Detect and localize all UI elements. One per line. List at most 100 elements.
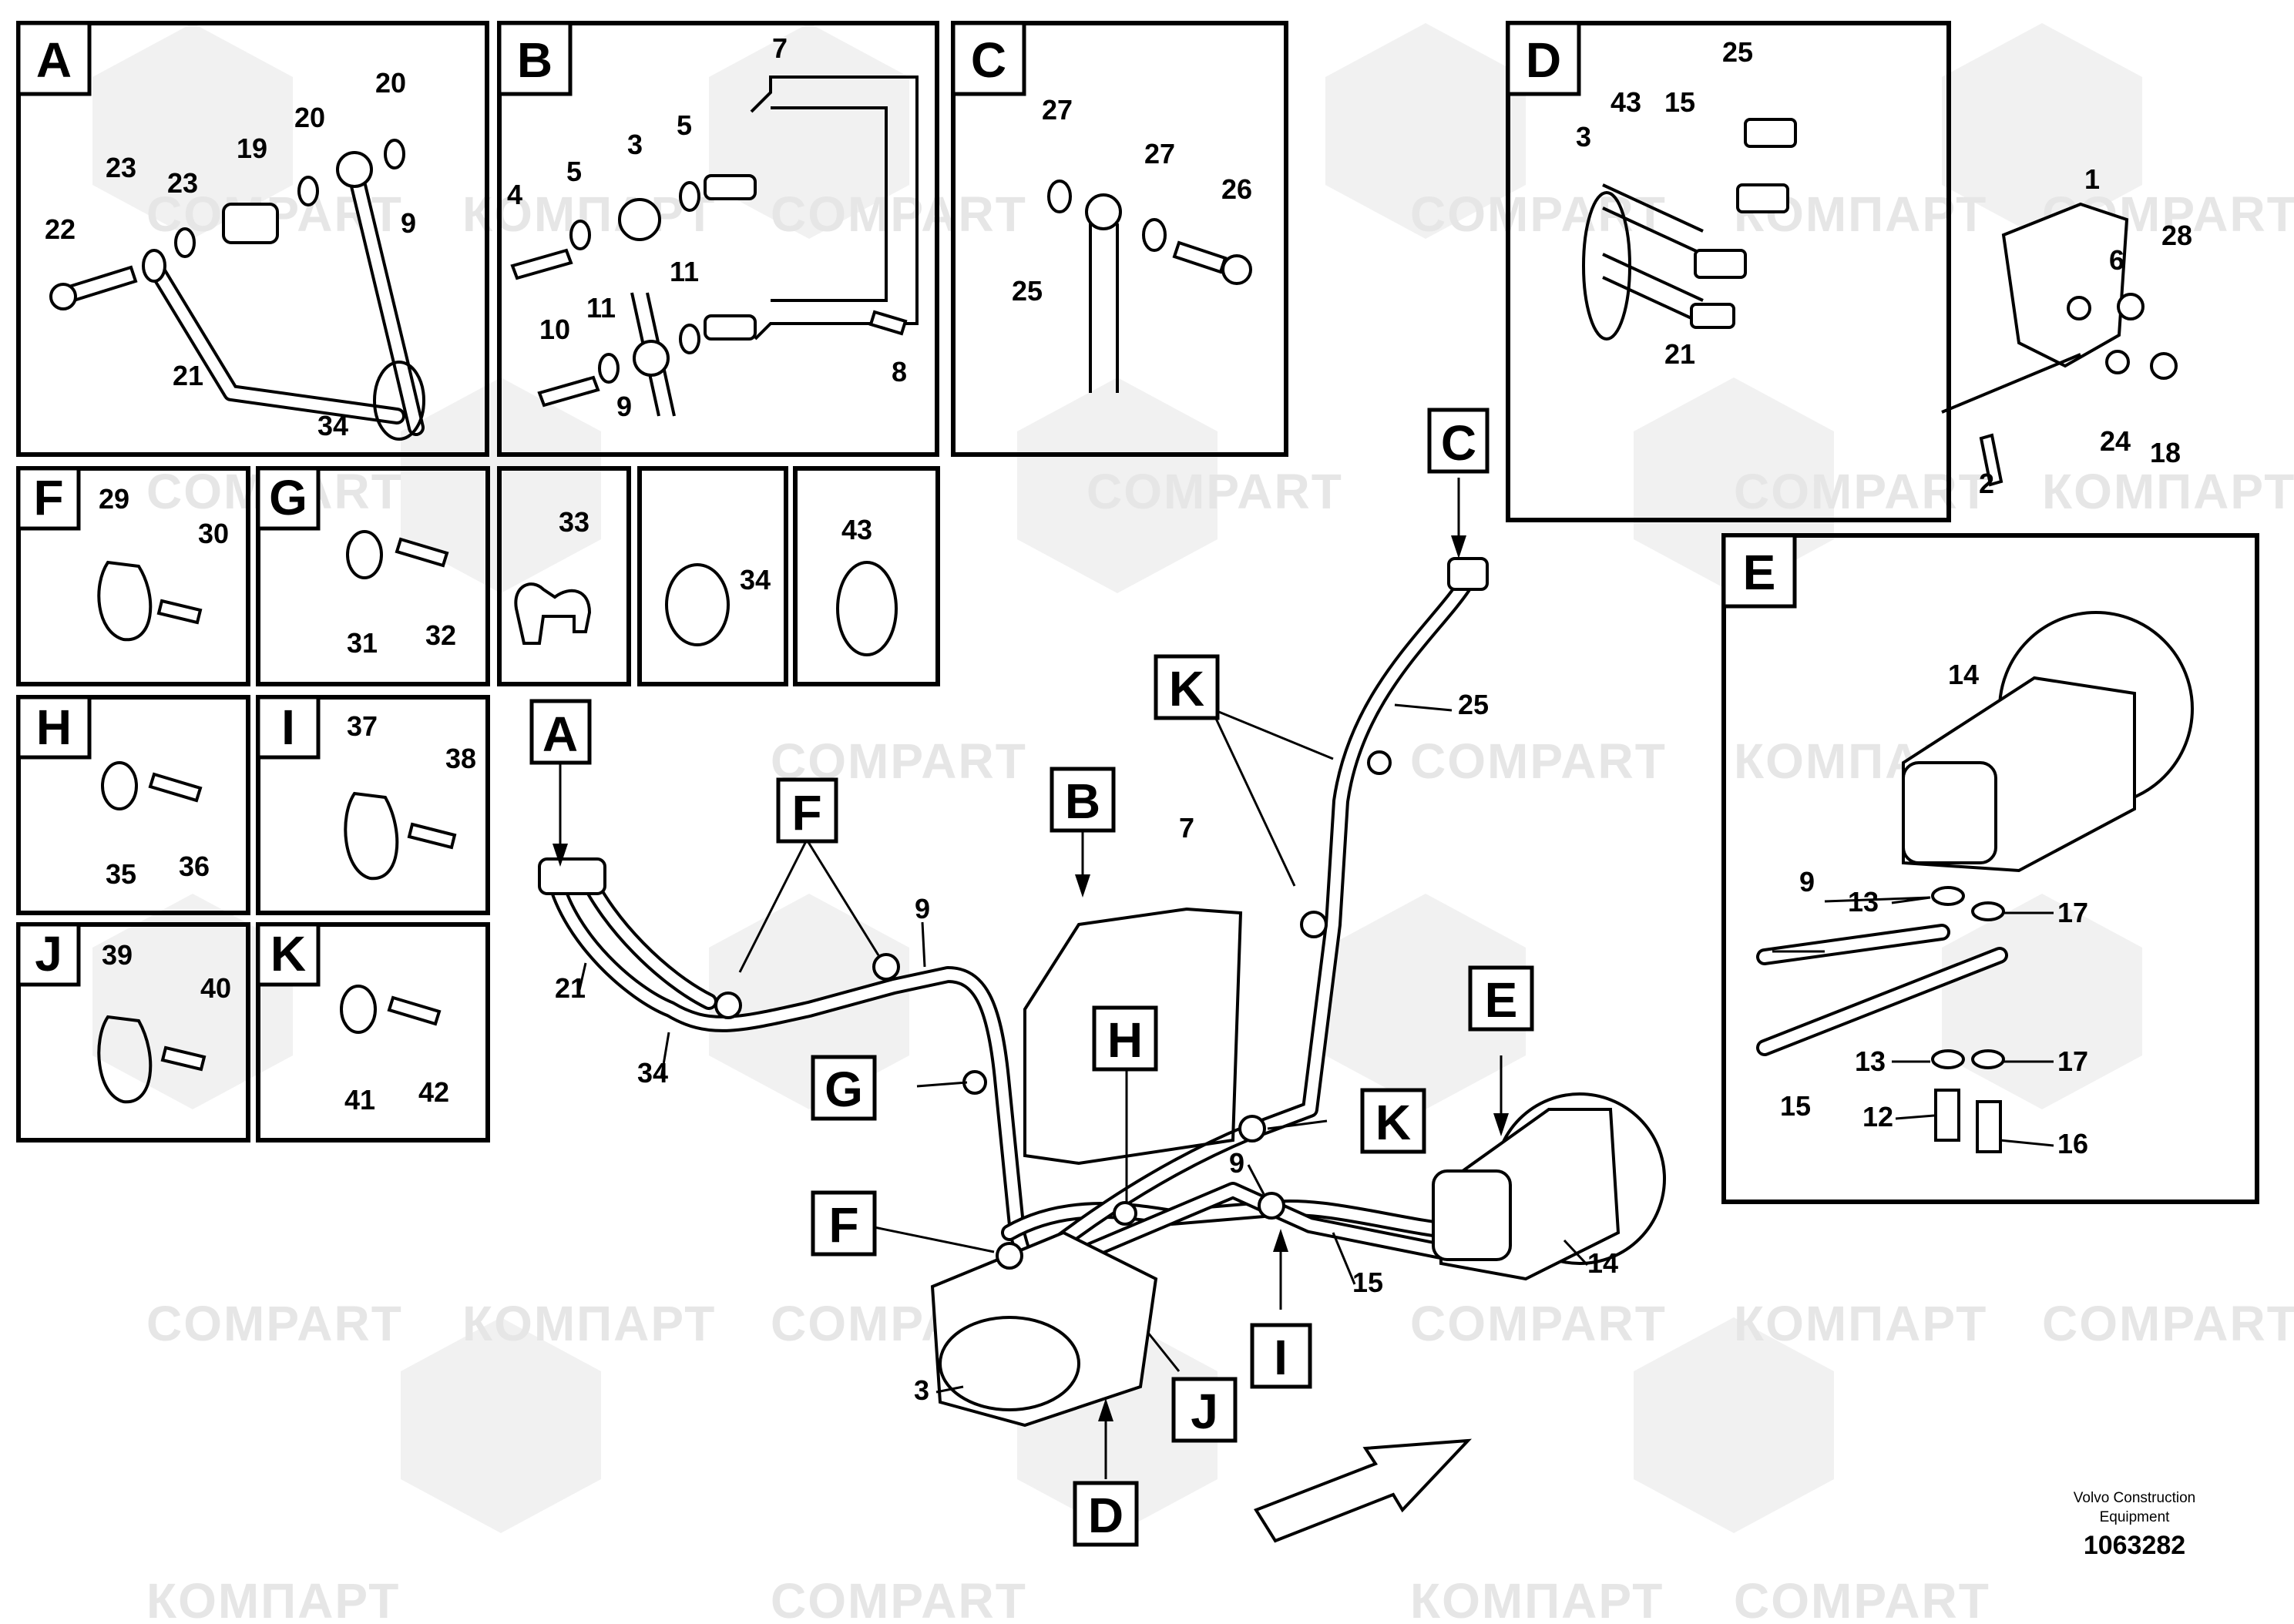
main-tag-h: H [1092,1005,1158,1072]
panel-letter: H [36,700,72,755]
washer-20 [297,176,319,206]
part-number: 5 [566,156,582,187]
bolt-4 [510,248,573,280]
clamp-i [1258,1192,1285,1220]
part-number: 27 [1144,138,1175,169]
bolt-38 [407,822,457,850]
panel-letter: B [517,32,553,88]
washer-23 [142,249,166,283]
part-number: 16 [2057,1128,2088,1159]
part-number: 6 [2109,244,2124,276]
clamp-3-main [939,1316,1080,1411]
fitting-c-main [1447,557,1489,591]
main-tag-b: B [1050,767,1116,833]
detail-panel-d: D 25 43 15 3 1 28 6 21 24 18 2 [1506,21,2192,522]
part-number: 31 [347,627,378,659]
bolt-40 [160,1045,207,1072]
watermark-text: КОМПАРТ [1734,1296,1987,1351]
bolt-36 [148,772,203,803]
washer-5 [569,220,591,250]
clamp-39-drawing [97,1015,153,1104]
pipe-stub-upper [704,174,757,200]
watermark-text: КОМПАРТ [2042,464,2294,519]
fitting-low1 [1694,249,1747,279]
clamp-34-drawing [373,361,425,441]
washer-5b [679,181,700,212]
tie-43-drawing [836,561,898,656]
bolt-32 [395,537,449,568]
part-number: 7 [1179,812,1194,844]
tie-34-drawing [665,563,730,646]
watermark-text: COMPART [1734,1573,1990,1620]
watermark-text: COMPART [1087,464,1343,519]
part-number: 12 [1862,1101,1893,1132]
watermark-text: COMPART [771,1573,1027,1620]
bolt-2 [1979,433,2003,487]
svg-text:J: J [1191,1384,1218,1439]
part-number: 29 [99,483,129,515]
part-number: 34 [317,410,348,441]
nut-18 [2150,352,2178,380]
washer-23b [174,227,196,258]
bolt-head-26 [1221,254,1252,285]
part-number: 3 [914,1374,929,1406]
main-tag-d: D [1073,1481,1139,1547]
panel-letter: F [33,470,63,525]
clamp-29-drawing [97,560,153,642]
part-number: 42 [418,1076,449,1108]
watermark-text: COMPART [1734,464,1990,519]
part-number: 21 [1664,338,1695,370]
part-number: 2 [1979,468,1994,499]
detail-panel-e: E 14 9 13 17 15 13 17 12 16 [1721,533,2259,1204]
bracket-7-drawing [750,75,919,341]
bracket-7-inner [771,106,888,302]
pump-head [1902,761,1997,864]
part-number: 36 [179,851,210,882]
main-tag-c: C [1427,408,1490,474]
nut-28 [2117,293,2145,320]
part-number: 8 [892,356,907,388]
clamp-k-lower [1238,1115,1266,1143]
part-number: 9 [616,391,632,422]
detail-panel-43: 43 [793,466,940,686]
part-number: 17 [2057,1045,2088,1077]
detail-panel-i: I 37 38 [256,695,490,915]
part-number: 23 [106,152,136,183]
bracket-7-main [1023,907,1243,1166]
washer-24 [2105,350,2130,374]
clip-lower [633,340,670,377]
main-tag-e: E [1468,965,1534,1032]
part-number: 27 [1042,94,1073,126]
pipe-stub-lower [704,314,757,341]
panel-letter: K [270,926,306,981]
clamp-h [1113,1201,1137,1226]
bolt-42 [387,995,442,1026]
panel-letter: I [281,700,295,755]
part-number: 15 [1352,1267,1383,1298]
clamp-c [1367,750,1392,775]
clamp-41-drawing [340,985,377,1034]
banjo-eye-c [1085,193,1122,230]
washer-11 [598,353,620,384]
svg-text:I: I [1274,1330,1288,1385]
detail-panel-a: A 22 23 23 19 20 20 9 21 34 [16,21,489,457]
detail-panel-j: J 39 40 [16,922,250,1143]
fitting-mid [1736,183,1789,213]
panel-letter: J [35,926,62,981]
watermark-text: COMPART [1410,1296,1667,1351]
fitting-upper [1744,118,1797,148]
pump-head-main [1432,1169,1512,1261]
clip-3 [618,198,661,241]
bolt-10 [537,375,600,408]
washer-20b [384,139,405,169]
main-tag-f-lower: F [811,1190,877,1257]
clamp-g [962,1070,987,1095]
main-tag-a: A [529,699,592,765]
watermark-text: COMPART [146,1296,403,1351]
part-number: 15 [1664,86,1695,118]
part-number: 25 [1458,689,1489,720]
clamp-31-drawing [346,530,383,579]
manufacturer-line1: Volvo Construction [2074,1490,2195,1506]
clamp-k-upper [1300,911,1328,938]
